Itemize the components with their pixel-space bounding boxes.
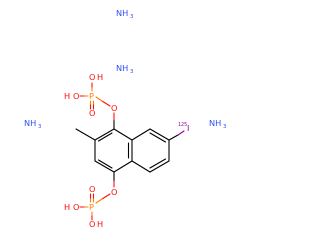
ammonia-1-label: NH [116,8,128,18]
bond-c8-c7 [149,128,170,141]
bond-c2-c3 [94,128,115,141]
ammonia-1-subscript: 3 [130,14,133,20]
substituent-bonds [79,82,185,221]
phosphate-bottom: O P O O H O H [64,184,117,229]
ammonia-4: NH 3 [209,118,226,130]
bond-c5-c4a [131,160,151,173]
bond-o-p-top-p [95,96,103,102]
iodine-125: 125 I [178,122,189,133]
ammonia-4-subscript: 3 [223,124,226,130]
oh-left-h-top: H [64,91,70,101]
oh-down-h-bottom: H [97,219,103,229]
ammonia-3: NH 3 [24,118,41,130]
o-double-bottom: O [89,184,95,194]
iodine-isotope: 125 [178,122,187,128]
o-bridge-bottom: O [111,187,117,197]
oh-down-o-bottom: O [89,219,95,229]
naphthalene-bonds [75,128,170,173]
ammonia-2-subscript: 3 [130,69,133,75]
bond-c4-c4a-inner [97,159,113,169]
ammonia-3-label: NH [24,118,36,128]
o-double-top: O [89,108,95,118]
ammonia-2-label: NH [116,63,128,73]
oh-up-o-top: O [89,72,95,82]
bond-c2-c3-inner [97,132,113,142]
bond-c4-c4a [94,160,115,173]
bond-c4a-c8a [113,160,133,173]
p-bottom: P [89,202,94,212]
bond-c8a-c8 [131,128,151,141]
bond-methyl [75,128,96,141]
oh-left-h-bottom: H [64,202,70,212]
ammonia-4-label: NH [209,118,221,128]
oh-left-o-bottom: O [73,202,79,212]
bond-c8-c7-inner [149,132,167,143]
p-top: P [89,91,94,101]
bond-o-p-bottom-p [95,198,103,204]
bond-o-p-top-o [101,100,111,107]
ammonia-3-subscript: 3 [38,124,41,130]
ammonia-2: NH 3 [116,63,133,75]
ammonia-1: NH 3 [116,8,133,20]
bond-o-p-bottom-o [101,193,111,200]
oh-up-h-top: H [97,72,103,82]
bond-c6-c5 [149,160,170,173]
bond-c-i-c [168,134,179,141]
bond-c-i-i [177,130,185,136]
phosphate-top: O P O O H O H [64,72,117,118]
bond-c6-c5-inner [149,158,167,169]
structure-drawing: NH 3 NH 3 NH 3 NH 3 [24,8,226,229]
bond-c1-c2 [113,128,133,141]
iodine-symbol: I [187,123,189,133]
oh-left-o-top: O [73,91,79,101]
o-bridge-top: O [111,103,117,113]
